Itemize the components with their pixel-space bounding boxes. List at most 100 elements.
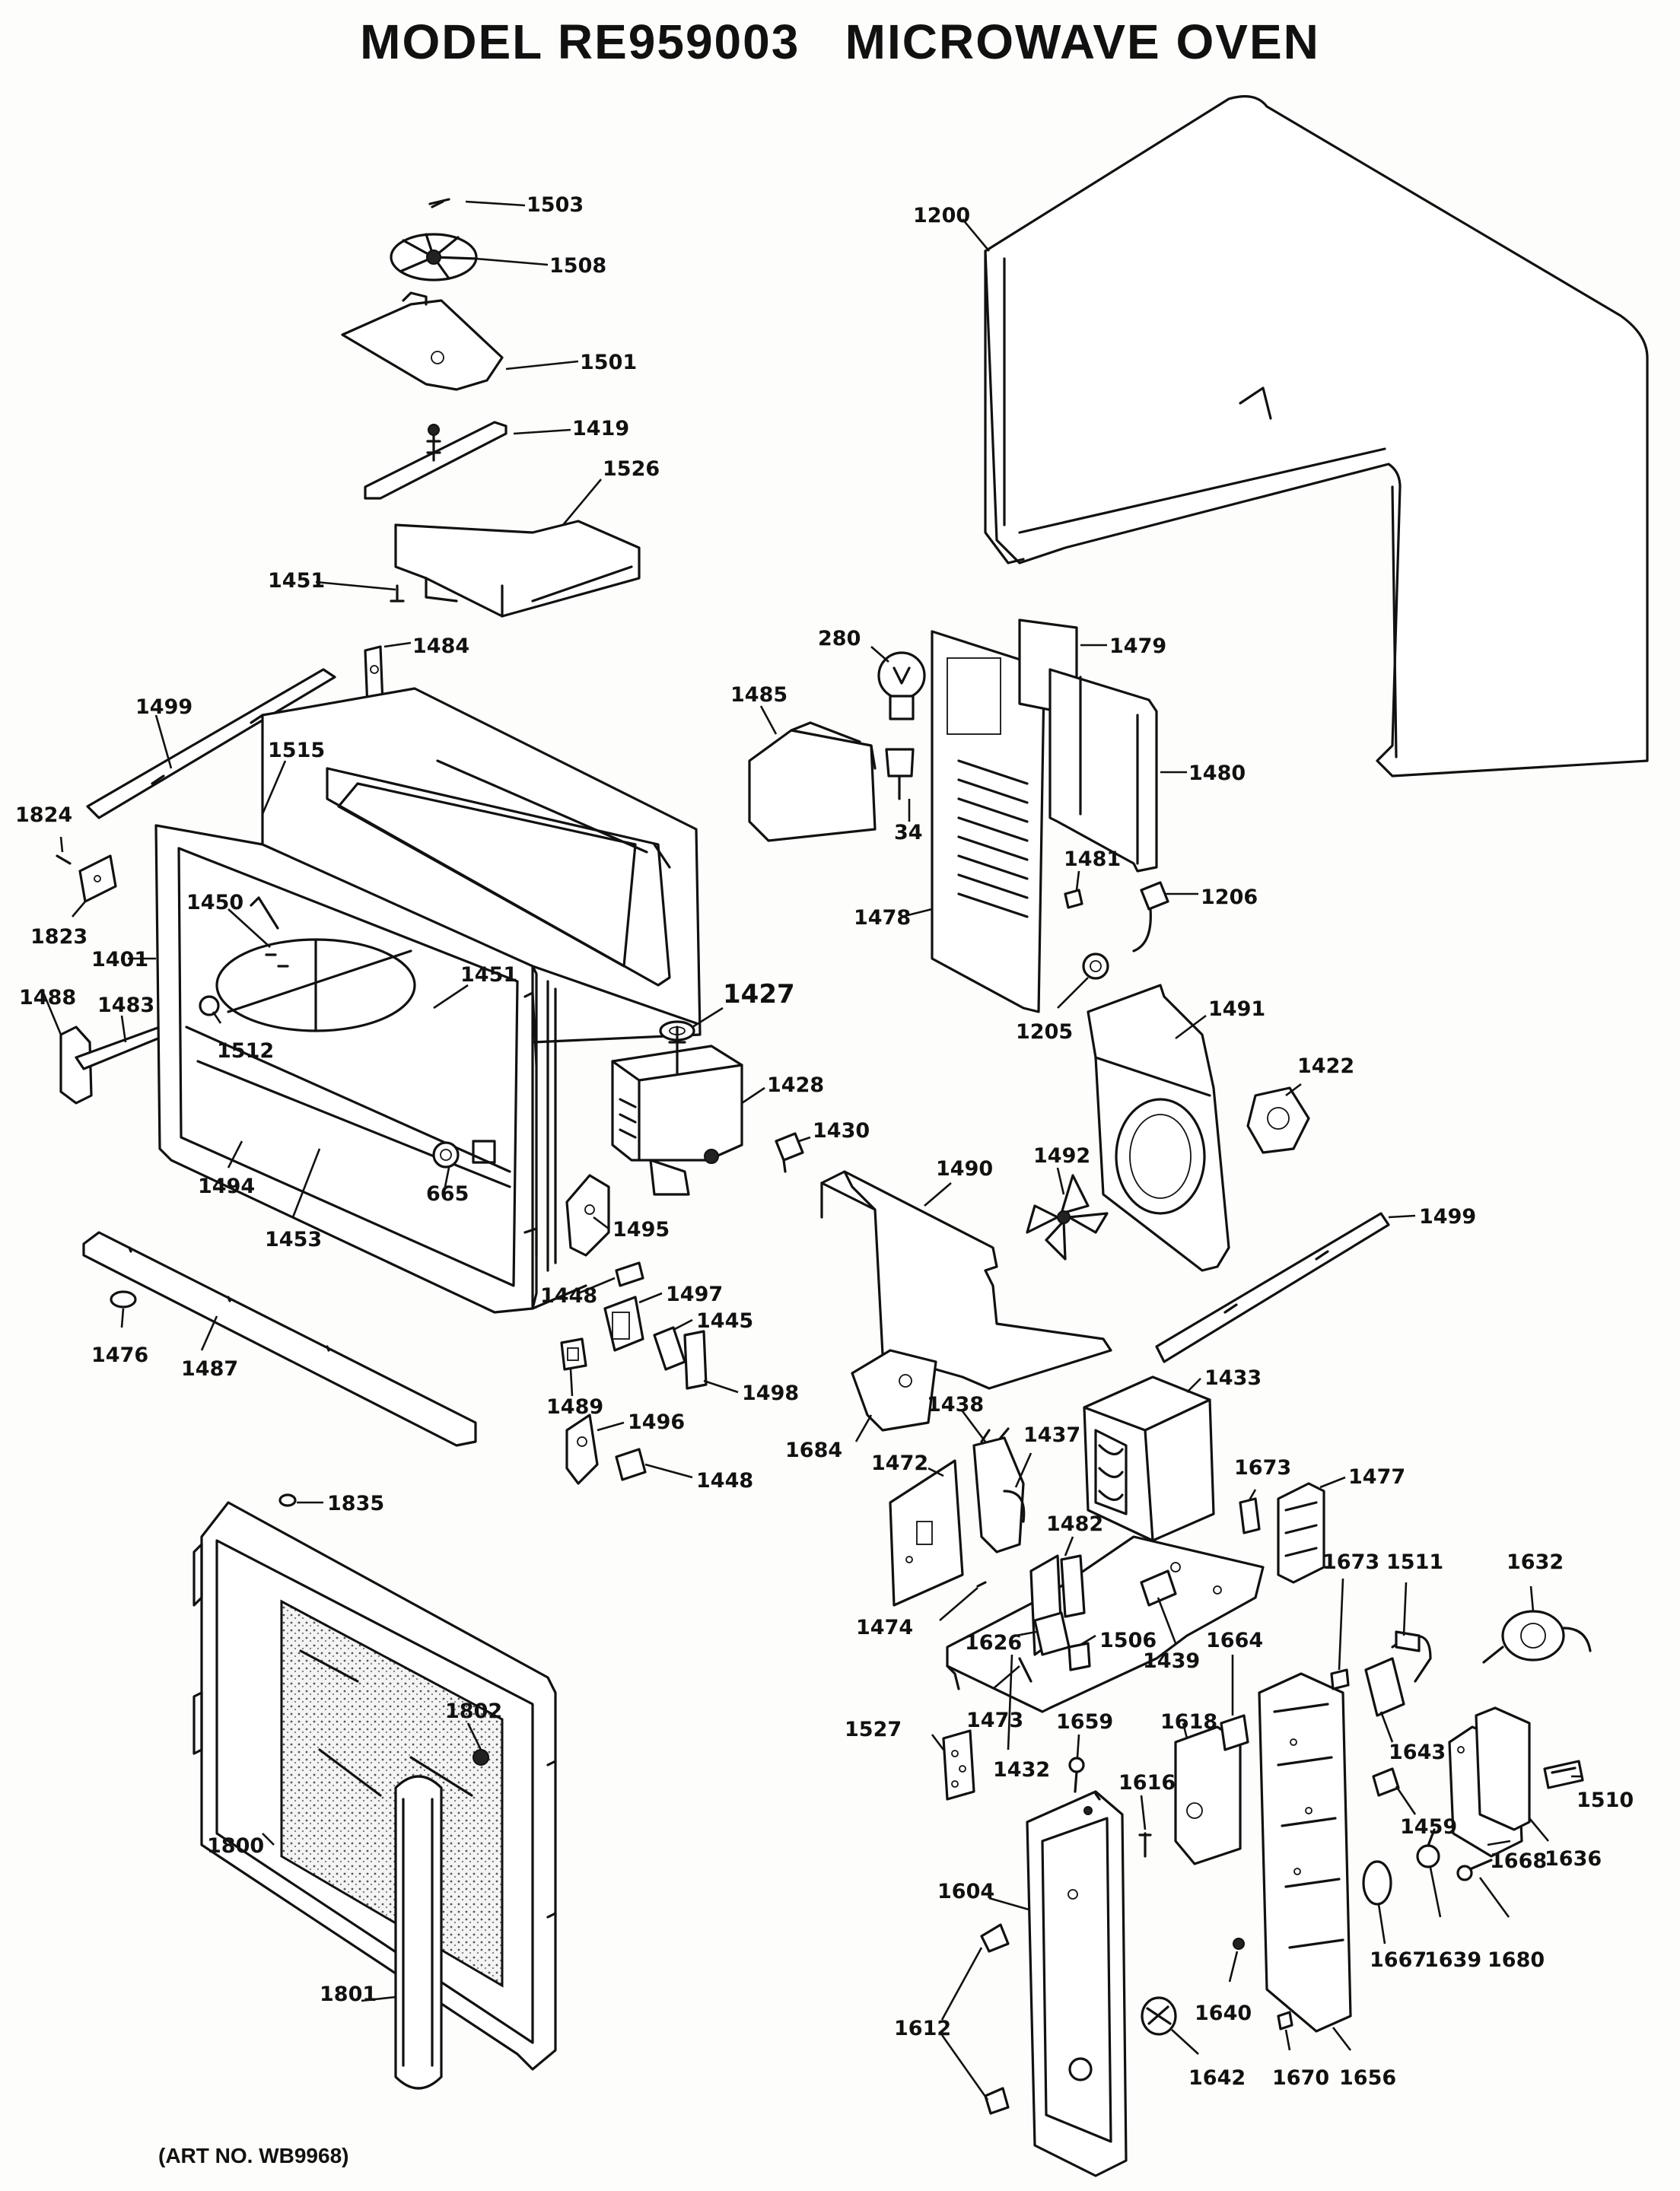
label-1498: 1498 bbox=[742, 1382, 799, 1405]
label-1659: 1659 bbox=[1056, 1710, 1113, 1734]
label-665: 665 bbox=[426, 1182, 469, 1206]
part-1824-pin bbox=[56, 854, 72, 865]
label-1491: 1491 bbox=[1208, 997, 1265, 1021]
label-1419: 1419 bbox=[572, 417, 629, 440]
part-1472-bracket bbox=[889, 1459, 964, 1607]
label-1664: 1664 bbox=[1206, 1629, 1263, 1652]
part-1664-label bbox=[1220, 1714, 1249, 1751]
label-1448-a: 1448 bbox=[540, 1284, 597, 1308]
label-1478: 1478 bbox=[854, 906, 911, 930]
part-1526-waveguide-cover bbox=[394, 520, 641, 618]
label-1451-top: 1451 bbox=[268, 569, 325, 593]
label-1643: 1643 bbox=[1389, 1741, 1446, 1764]
label-1640: 1640 bbox=[1195, 2002, 1252, 2025]
part-1684-shield bbox=[851, 1349, 937, 1432]
label-1401: 1401 bbox=[91, 948, 148, 971]
part-1448-switch-a bbox=[615, 1261, 644, 1287]
label-1490: 1490 bbox=[936, 1157, 993, 1181]
part-280-lamp bbox=[877, 651, 926, 720]
label-1494: 1494 bbox=[198, 1175, 255, 1198]
label-1639: 1639 bbox=[1424, 1948, 1481, 1972]
part-1432-base-plate bbox=[946, 1535, 1265, 1713]
label-1632: 1632 bbox=[1507, 1550, 1564, 1574]
label-1422: 1422 bbox=[1297, 1054, 1354, 1078]
label-1483: 1483 bbox=[97, 994, 154, 1017]
part-1800-door bbox=[192, 1501, 557, 2071]
part-1618-bracket bbox=[1174, 1725, 1242, 1865]
label-1485: 1485 bbox=[730, 683, 788, 707]
label-1604: 1604 bbox=[937, 1880, 994, 1903]
part-1206-thermal-cutout bbox=[1132, 881, 1169, 952]
part-1419-shaft-bracket bbox=[364, 421, 508, 500]
part-1445-switch bbox=[653, 1326, 686, 1371]
part-1488-bracket bbox=[59, 1026, 93, 1105]
label-1439: 1439 bbox=[1143, 1649, 1200, 1673]
part-1200-outer-case bbox=[984, 95, 1649, 778]
part-1673-diode-a bbox=[1239, 1497, 1261, 1534]
label-1618: 1618 bbox=[1160, 1710, 1217, 1734]
part-1612-button-top bbox=[980, 1923, 1010, 1953]
label-1802: 1802 bbox=[445, 1700, 502, 1723]
label-1616: 1616 bbox=[1118, 1771, 1176, 1795]
part-1495-latch-lever bbox=[565, 1174, 610, 1257]
page-title: MODEL RE959003 MICROWAVE OVEN bbox=[360, 14, 1320, 69]
label-1656: 1656 bbox=[1339, 2066, 1396, 2090]
part-1632-timer-motor bbox=[1482, 1610, 1592, 1664]
label-1636: 1636 bbox=[1545, 1847, 1602, 1871]
label-1499-left: 1499 bbox=[135, 695, 192, 719]
part-1503-clip bbox=[428, 198, 450, 208]
part-1401-oven-cavity bbox=[154, 687, 702, 1314]
label-1474: 1474 bbox=[856, 1616, 913, 1639]
label-1484: 1484 bbox=[412, 634, 469, 658]
label-1684: 1684 bbox=[785, 1439, 842, 1462]
part-1428-magnetron bbox=[611, 1026, 743, 1196]
label-1445: 1445 bbox=[696, 1309, 753, 1333]
part-1477-terminal-block bbox=[1277, 1482, 1325, 1584]
label-1510: 1510 bbox=[1577, 1789, 1634, 1812]
part-1489-switch-small bbox=[560, 1337, 587, 1371]
part-1430-thermal-protector bbox=[775, 1132, 804, 1173]
label-1823: 1823 bbox=[30, 925, 88, 949]
part-1451-screw-top bbox=[390, 584, 405, 603]
label-1450: 1450 bbox=[186, 891, 243, 914]
part-1474-pin bbox=[976, 1581, 987, 1588]
part-1481-nut bbox=[1064, 889, 1083, 909]
label-1673-b: 1673 bbox=[1322, 1550, 1379, 1574]
part-1499-rail-right bbox=[1155, 1212, 1390, 1363]
label-1612: 1612 bbox=[894, 2017, 951, 2040]
label-1206: 1206 bbox=[1201, 886, 1258, 909]
label-1496: 1496 bbox=[628, 1410, 685, 1434]
part-1480-duct-bracket bbox=[1048, 668, 1158, 873]
part-1496-latch-bracket bbox=[565, 1413, 599, 1485]
label-34: 34 bbox=[894, 821, 923, 844]
label-1428: 1428 bbox=[767, 1073, 824, 1097]
part-1448-switch-b bbox=[615, 1448, 647, 1481]
label-1526: 1526 bbox=[603, 457, 660, 481]
part-1640-bead bbox=[1233, 1938, 1245, 1950]
label-1667: 1667 bbox=[1370, 1948, 1427, 1972]
label-1800: 1800 bbox=[207, 1834, 264, 1858]
label-1487: 1487 bbox=[181, 1357, 238, 1381]
leader-lines bbox=[40, 200, 1581, 2100]
part-1497-switch-holder bbox=[603, 1296, 644, 1352]
part-1485-lamp-cover bbox=[748, 721, 877, 842]
part-1801-door-handle bbox=[394, 1775, 443, 2090]
label-1488: 1488 bbox=[19, 986, 76, 1010]
label-1481: 1481 bbox=[1064, 847, 1121, 871]
label-1824: 1824 bbox=[15, 803, 72, 827]
label-1432: 1432 bbox=[993, 1758, 1050, 1782]
part-1492-fan-blade bbox=[1026, 1174, 1109, 1261]
part-1612-button-bottom bbox=[984, 2087, 1010, 2115]
label-1427: 1427 bbox=[723, 979, 795, 1010]
part-1491-fan-housing bbox=[1087, 984, 1230, 1272]
part-1673-diode-b bbox=[1330, 1668, 1350, 1690]
label-1670: 1670 bbox=[1272, 2066, 1329, 2090]
label-1433: 1433 bbox=[1204, 1366, 1262, 1390]
label-1492: 1492 bbox=[1033, 1144, 1090, 1168]
label-1453: 1453 bbox=[265, 1228, 322, 1251]
part-1438-capacitor bbox=[972, 1427, 1025, 1553]
label-1642: 1642 bbox=[1188, 2066, 1246, 2090]
part-1670-small-part bbox=[1277, 2011, 1293, 2030]
